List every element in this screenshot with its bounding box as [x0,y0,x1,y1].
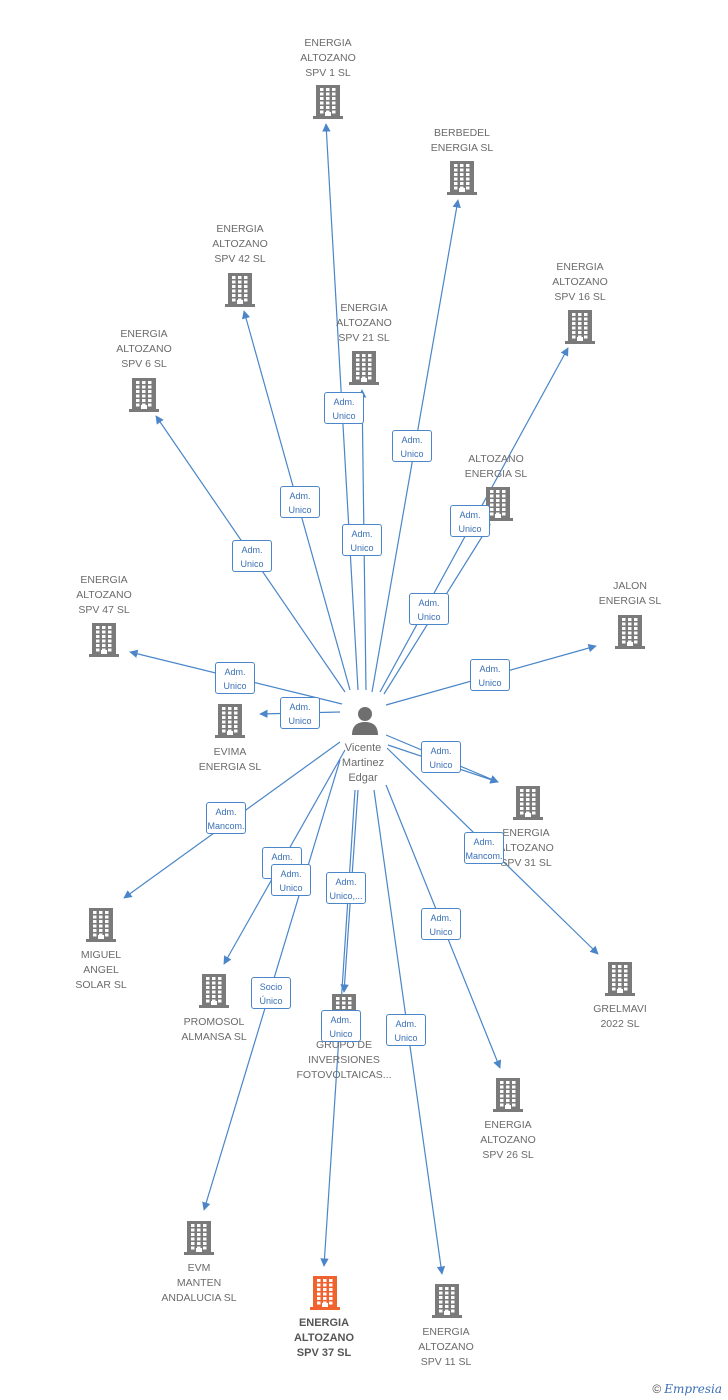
building-icon[interactable] [483,487,513,521]
company-name-spv26[interactable]: ENERGIA ALTOZANO SPV 26 SL [480,1119,536,1161]
company-name-spv42[interactable]: ENERGIA ALTOZANO SPV 42 SL [212,223,268,265]
company-name-spv6[interactable]: ENERGIA ALTOZANO SPV 6 SL [116,328,172,370]
person-node[interactable] [350,704,380,741]
company-name-evima[interactable]: EVIMA ENERGIA SL [198,746,262,773]
relation-badge-spv47[interactable]: Adm. Unico [215,662,255,694]
building-icon[interactable] [129,378,159,412]
company-name-evm[interactable]: EVM MANTEN ANDALUCIA SL [161,1262,237,1304]
relation-badge-spv26[interactable]: Adm. Unico [421,908,461,940]
relation-badge-miguel[interactable]: Adm. Mancom. [206,802,246,834]
relation-badge-berbedel[interactable]: Adm. Unico [392,430,432,462]
building-icon[interactable] [199,974,229,1008]
company-name-spv31[interactable]: ENERGIA ALTOZANO SPV 31 SL [498,827,554,869]
building-icon[interactable] [86,908,116,942]
building-icon[interactable] [432,1284,462,1318]
relation-badge-spv16[interactable]: Adm. Unico [450,505,490,537]
relation-badge-grupo[interactable]: Adm. Unico,... [326,872,366,904]
company-name-jalon[interactable]: JALON ENERGIA SL [598,580,662,607]
relation-badge-spv1[interactable]: Adm. Unico [324,392,364,424]
company-name-altozano[interactable]: ALTOZANO ENERGIA SL [464,453,528,480]
company-name-spv16[interactable]: ENERGIA ALTOZANO SPV 16 SL [552,261,608,303]
company-name-grupo[interactable]: GRUPO DE INVERSIONES FOTOVOLTAICAS... [296,1039,392,1081]
copyright-icon: © [652,1382,662,1396]
building-icon[interactable] [349,351,379,385]
relation-badge-spv21[interactable]: Adm. Unico [342,524,382,556]
relation-badge-spv31[interactable]: Adm. Unico [421,741,461,773]
building-icon[interactable] [605,962,635,996]
relation-badge-spv31[interactable]: Adm. Mancom. [464,832,504,864]
company-name-spv47[interactable]: ENERGIA ALTOZANO SPV 47 SL [76,574,132,616]
relation-badge-evima[interactable]: Adm. Unico [280,697,320,729]
company-name-spv37[interactable]: ENERGIA ALTOZANO SPV 37 SL [293,1317,355,1359]
building-icon[interactable] [215,704,245,738]
company-name-spv1[interactable]: ENERGIA ALTOZANO SPV 1 SL [300,37,356,79]
building-icon[interactable] [493,1078,523,1112]
company-name-spv11[interactable]: ENERGIA ALTOZANO SPV 11 SL [418,1326,474,1368]
relation-badge-altozano[interactable]: Adm. Unico [409,593,449,625]
footer-brand: ©Empresia [652,1382,722,1396]
relation-badge-grelmavi[interactable]: Adm. Unico [271,864,311,896]
company-name-berbedel[interactable]: BERBEDEL ENERGIA SL [430,127,494,154]
company-name-miguel[interactable]: MIGUEL ANGEL SOLAR SL [75,949,127,991]
building-icon[interactable] [615,615,645,649]
building-icon[interactable] [447,161,477,195]
company-name-grelmavi[interactable]: GRELMAVI 2022 SL [593,1003,647,1030]
person-name: Vicente Martinez Edgar [341,742,385,784]
relation-badge-spv42[interactable]: Adm. Unico [280,486,320,518]
relation-badge-spv11[interactable]: Adm. Unico [386,1014,426,1046]
company-name-promosol[interactable]: PROMOSOL ALMANSA SL [181,1016,247,1043]
building-icon[interactable] [513,786,543,820]
company-name-spv21[interactable]: ENERGIA ALTOZANO SPV 21 SL [336,302,392,344]
relation-badge-spv37[interactable]: Adm. Unico [321,1010,361,1042]
brand-logo: Empresia [664,1382,722,1396]
building-icon[interactable] [89,623,119,657]
building-icon[interactable] [310,1276,340,1310]
person-icon [352,707,378,735]
relation-badge-spv6[interactable]: Adm. Unico [232,540,272,572]
building-icon[interactable] [565,310,595,344]
building-icon[interactable] [313,85,343,119]
building-icon[interactable] [225,273,255,307]
relation-badge-jalon[interactable]: Adm. Unico [470,659,510,691]
building-icon[interactable] [184,1221,214,1255]
relation-badge-evm[interactable]: Socio Único [251,977,291,1009]
